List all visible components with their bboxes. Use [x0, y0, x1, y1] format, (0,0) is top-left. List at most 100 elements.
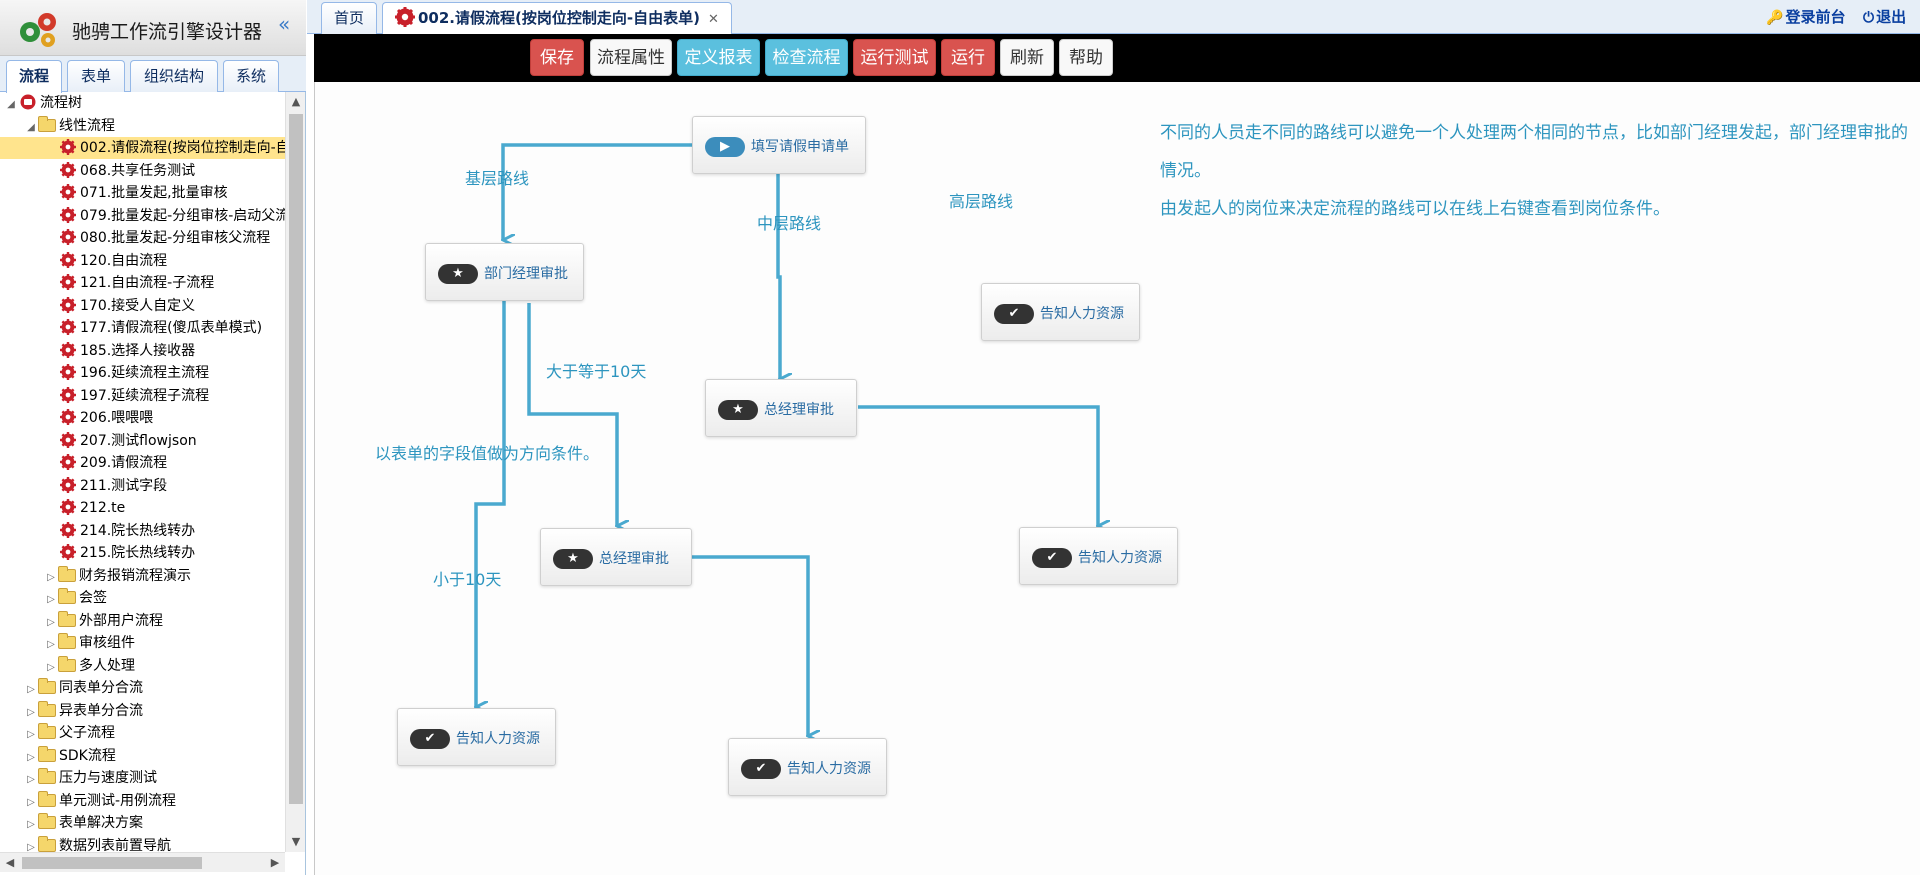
tree-folder[interactable]: ▷父子流程 — [24, 722, 115, 744]
tree-flow-item[interactable]: 211.测试字段 — [44, 475, 167, 497]
scroll-down-icon[interactable]: ▼ — [291, 835, 301, 848]
node-gm-mid[interactable]: ★ 总经理审批 — [705, 379, 857, 437]
expand-arrow-icon[interactable]: ▷ — [27, 706, 35, 718]
tree-item-label: 207.测试flowjson — [80, 432, 197, 449]
connector-lt10 — [476, 301, 506, 707]
logout-link[interactable]: ⏻退出 — [1863, 6, 1906, 27]
close-tab-icon[interactable]: ✕ — [707, 12, 719, 27]
tree-flow-item[interactable]: 207.测试flowjson — [44, 430, 197, 452]
expand-arrow-icon[interactable]: ▷ — [27, 751, 35, 763]
collapse-arrow-icon[interactable]: ◢ — [27, 121, 35, 133]
tree-folder[interactable]: ▷ SDK流程 — [24, 745, 116, 767]
tree-folder[interactable]: ▷异表单分合流 — [24, 700, 143, 722]
star-icon: ★ — [438, 264, 478, 284]
folder-icon — [38, 745, 56, 762]
node-notify-hr-top[interactable]: ✔ 告知人力资源 — [981, 283, 1140, 341]
tree-flow-item[interactable]: 212.te — [44, 497, 125, 519]
scroll-left-icon[interactable]: ◀ — [5, 856, 15, 869]
expand-arrow-icon[interactable]: ▷ — [27, 774, 35, 785]
node-dept-manager[interactable]: ★ 部门经理审批 — [425, 243, 584, 301]
tree-flow-item[interactable]: 177.请假流程(傻瓜表单模式) — [44, 317, 262, 339]
tree-item-label: 215.院长热线转办 — [80, 545, 196, 561]
expand-arrow-icon[interactable]: ▷ — [47, 616, 55, 628]
tab-system[interactable]: 系统 — [223, 60, 279, 92]
collapse-panel-icon[interactable]: « — [278, 12, 291, 36]
tree-flow-item[interactable]: 068.共享任务测试 — [44, 160, 195, 182]
expand-arrow-icon[interactable]: ▷ — [47, 571, 55, 583]
flow-canvas[interactable]: 基层路线 中层路线 高层路线 大于等于10天 以表单的字段值做为方向条件。 小于… — [314, 82, 1920, 875]
node-notify-hr-left[interactable]: ✔ 告知人力资源 — [397, 708, 556, 766]
tab-flow[interactable]: 流程 — [6, 60, 62, 93]
tree-item-label: 单元测试-用例流程 — [59, 792, 177, 809]
tree-folder[interactable]: ◢线性流程 — [24, 115, 115, 137]
tree-flow-item[interactable]: 121.自由流程-子流程 — [44, 272, 214, 294]
expand-arrow-icon[interactable]: ▷ — [27, 729, 35, 740]
flow-properties-button[interactable]: 流程属性 — [590, 39, 672, 76]
tree-item-label: 121.自由流程-子流程 — [80, 275, 215, 291]
tree-folder[interactable]: ▷财务报销流程演示 — [44, 565, 191, 587]
expand-arrow-icon[interactable]: ▷ — [27, 819, 35, 830]
tree-folder[interactable]: ▷表单解决方案 — [24, 812, 143, 834]
tab-org[interactable]: 组织结构 — [130, 60, 218, 92]
star-icon: ★ — [553, 549, 593, 569]
tree-flow-item[interactable]: 120.自由流程 — [44, 250, 167, 272]
node-notify-hr-bottom[interactable]: ✔ 告知人力资源 — [728, 738, 887, 796]
help-button[interactable]: 帮助 — [1059, 39, 1113, 76]
tree-flow-item[interactable]: 209.请假流程 — [44, 452, 167, 474]
tree-flow-item[interactable]: 206.喂喂喂 — [44, 407, 153, 429]
expand-arrow-icon[interactable]: ▷ — [47, 594, 55, 605]
node-gm-low[interactable]: ★ 总经理审批 — [540, 528, 692, 586]
collapse-arrow-icon[interactable]: ◢ — [7, 99, 15, 110]
tree-folder[interactable]: ▷审核组件 — [44, 632, 135, 654]
tree-horizontal-scrollbar[interactable]: ◀ ▶ — [0, 852, 285, 872]
tree-flow-item[interactable]: 002.请假流程(按岗位控制走向-自由表单) — [0, 137, 285, 159]
tree-folder[interactable]: ▷数据列表前置导航 — [24, 835, 171, 853]
tree-folder[interactable]: ▷外部用户流程 — [44, 610, 163, 632]
run-test-button[interactable]: 运行测试 — [853, 39, 936, 76]
tree-item-label: SDK流程 — [59, 747, 116, 764]
login-front-link[interactable]: 🔑登录前台 — [1766, 6, 1845, 27]
tree-flow-item[interactable]: 170.接受人自定义 — [44, 295, 195, 317]
hscroll-thumb[interactable] — [22, 857, 202, 869]
tree-flow-item[interactable]: 080.批量发起-分组审核父流程 — [44, 227, 270, 249]
refresh-button[interactable]: 刷新 — [1000, 39, 1054, 76]
scroll-right-icon[interactable]: ▶ — [270, 856, 280, 869]
tree-flow-item[interactable]: 197.延续流程子流程 — [44, 385, 209, 407]
tab-current-flow[interactable]: 002.请假流程(按岗位控制走向-自由表单)✕ — [382, 2, 732, 35]
gears-logo-icon — [20, 13, 56, 47]
tree-flow-item[interactable]: 071.批量发起,批量审核 — [44, 182, 228, 204]
folder-icon — [38, 678, 56, 694]
check-flow-button[interactable]: 检查流程 — [765, 39, 848, 76]
tab-home[interactable]: 首页 — [321, 2, 378, 34]
run-button[interactable]: 运行 — [941, 39, 995, 76]
expand-arrow-icon[interactable]: ▷ — [27, 684, 35, 695]
tree-folder[interactable]: ▷会签 — [44, 587, 107, 609]
node-start[interactable]: ▶ 填写请假申请单 — [692, 116, 866, 174]
tree-flow-item[interactable]: 196.延续流程主流程 — [44, 362, 209, 384]
tree-flow-item[interactable]: 185.选择人接收器 — [44, 340, 195, 362]
tree-folder[interactable]: ▷ 单元测试-用例流程 — [24, 790, 176, 812]
tree-flow-item[interactable]: 215.院长热线转办 — [44, 542, 195, 564]
tree-vertical-scrollbar[interactable]: ▲ ▼ — [285, 92, 305, 852]
expand-arrow-icon[interactable]: ▷ — [27, 796, 35, 808]
scroll-up-icon[interactable]: ▲ — [291, 95, 301, 108]
scroll-thumb[interactable] — [289, 114, 303, 804]
key-icon: 🔑 — [1766, 10, 1784, 26]
expand-arrow-icon[interactable]: ▷ — [47, 639, 55, 650]
tree-folder[interactable]: ▷压力与速度测试 — [24, 767, 157, 789]
tree-folder[interactable]: ▷同表单分合流 — [24, 677, 143, 699]
flow-gear-icon — [60, 454, 76, 470]
tree-root[interactable]: ◢流程树 — [4, 92, 82, 114]
flow-description: 不同的人员走不同的路线可以避免一个人处理两个相同的节点，比如部门经理发起，部门经… — [1160, 114, 1920, 228]
flow-connectors — [315, 143, 1920, 875]
tree-folder[interactable]: ▷多人处理 — [44, 655, 135, 677]
expand-arrow-icon[interactable]: ▷ — [27, 841, 35, 853]
node-notify-hr-right[interactable]: ✔ 告知人力资源 — [1019, 527, 1178, 585]
tree-flow-item[interactable]: 214.院长热线转办 — [44, 520, 195, 542]
expand-arrow-icon[interactable]: ▷ — [47, 661, 55, 673]
define-report-button[interactable]: 定义报表 — [677, 39, 760, 76]
node-gm-mid-label: 总经理审批 — [764, 402, 834, 418]
tree-flow-item[interactable]: 079.批量发起-分组审核-启动父流程 — [44, 205, 285, 227]
tab-form[interactable]: 表单 — [67, 60, 125, 92]
save-button[interactable]: 保存 — [530, 39, 584, 76]
